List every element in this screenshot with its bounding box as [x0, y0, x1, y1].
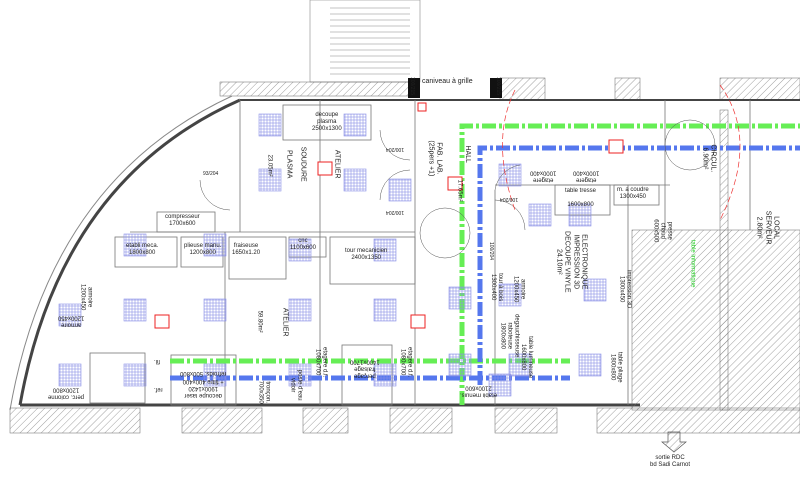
- ceiling-light: [343, 113, 367, 137]
- ceiling-light: [373, 238, 397, 262]
- network-green: [170, 123, 800, 405]
- room-electronique: ELECTRONIQUE IMPRESSION 3D DECOUPE VINYL…: [555, 231, 588, 293]
- ceiling-light: [203, 363, 227, 387]
- ceiling-light: [343, 168, 367, 192]
- ceiling-light: [568, 203, 592, 227]
- room-area-hall: 17.65m²: [456, 179, 463, 202]
- label-table-lumineuse: table lumineuse 1600x800: [520, 336, 534, 379]
- label-fraisage: perçage fraisage 1400x1700: [350, 358, 380, 379]
- ceiling-light: [498, 283, 522, 307]
- room-atelier-soudure: ATELIER: [333, 149, 341, 179]
- red-dashed-arcs: [502, 84, 741, 221]
- room-soudure: SOUDURE: [299, 146, 307, 182]
- ceiling-light: [58, 363, 82, 387]
- label-etabli-meca: etabli meca. 1800x800: [126, 243, 159, 257]
- ceiling-light: [578, 353, 602, 377]
- label-perc-colonne: perc. colonne 1200x800: [48, 386, 85, 400]
- label-plasma-cut: decoupe plasma 2500x1300: [312, 112, 342, 133]
- ceiling-light: [388, 178, 412, 202]
- label-impression-3d: impression 3D 1300x450: [618, 270, 632, 309]
- label-degauchisseuse: degauchisseuse raboteuse 1800x800: [499, 314, 520, 358]
- label-table-tresse: table tresse 1600x800: [565, 188, 597, 209]
- ceiling-light: [448, 286, 472, 310]
- door-code: 100/215: [409, 76, 416, 96]
- ceiling-light: [448, 353, 472, 377]
- room-fablab: FAB. LAB. (25pers +1): [427, 140, 443, 177]
- room-area-1: 23.05m²: [266, 154, 273, 177]
- ceiling-light: [123, 233, 147, 257]
- ceiling-light: [258, 168, 282, 192]
- label-etagere-df-2: etagere d.f. 1080x700: [399, 347, 413, 378]
- walls: [9, 77, 800, 434]
- ceiling-light: [373, 363, 397, 387]
- door-code: 93/204: [203, 171, 219, 177]
- label-armoire-1: armoire 1200x450: [79, 284, 93, 311]
- room-serveur: LOCAL SERVEUR 2.80m²: [755, 210, 780, 245]
- label-table-pliage: table pliage 1800x800: [609, 351, 623, 383]
- label-tour-meca: tour mecanicien 2400x1350: [345, 248, 388, 262]
- door-code: 100/204: [386, 209, 405, 215]
- label-sortie: sortie RDC bd Sadi Carnot: [650, 455, 691, 469]
- emergency-signs: [154, 102, 624, 329]
- label-informatique: table informatique: [689, 239, 696, 288]
- label-presse: presse chaud 600x500: [651, 219, 673, 243]
- label-etabli-menuis: etabli menuis. 2100x600: [460, 384, 498, 398]
- label-machine-coudre: m. a coudre 1300x450: [617, 187, 649, 201]
- ceiling-light: [488, 373, 512, 397]
- ceiling-light: [123, 363, 147, 387]
- door-code: 100/204: [500, 196, 519, 202]
- ceiling-light: [528, 203, 552, 227]
- ceiling-light: [123, 298, 147, 322]
- room-atelier: ATELIER: [281, 307, 289, 337]
- door-code: 100/204: [386, 146, 405, 152]
- ceiling-light: [288, 298, 312, 322]
- label-poste-eau: poste d'eau vidoir: [289, 369, 303, 401]
- label-cnc: cnc 1100x600: [290, 238, 316, 252]
- ceiling-light: [498, 163, 522, 187]
- label-armoire-2: armoire 1200x450: [58, 314, 85, 328]
- room-plasma: PLASMA: [285, 149, 293, 179]
- ceiling-light: [508, 353, 532, 377]
- room-circul: CIRCUL. 6.90m²: [701, 144, 717, 173]
- label-etagere-2: etagere 1000x400: [573, 169, 600, 183]
- room-area-2: 59.80m²: [256, 310, 263, 333]
- label-fil: fil.: [154, 358, 160, 365]
- exit-arrow: [661, 431, 687, 453]
- ceiling-light: [203, 298, 227, 322]
- room-hall: HALL: [463, 145, 471, 163]
- door-arcs: [199, 119, 716, 259]
- label-fraiseuse: fraiseuse 1650x1.20: [232, 243, 261, 257]
- label-armoire-3: armoire 1200x450: [512, 276, 526, 303]
- label-etagere-1: etagere 1000x400: [530, 169, 557, 183]
- label-tour-bois: tour à bois 1300x400: [490, 273, 504, 302]
- ceiling-light: [203, 233, 227, 257]
- label-troncon: tronçon. 700x350: [257, 380, 271, 404]
- label-decoupe-laser: decoupe laser 1900x1420 + filtre 400x400…: [180, 370, 227, 398]
- ceiling-light: [583, 278, 607, 302]
- label-etagere-df-1: etagere d.f. 1080x700: [314, 347, 328, 378]
- door-code: 100/215: [495, 76, 502, 96]
- label-ref: ref.: [154, 386, 163, 393]
- label-plieuse: plieuse manu. 1200x800: [184, 243, 222, 257]
- ceiling-light: [288, 363, 312, 387]
- door-code: 100/204: [488, 241, 495, 261]
- ceiling-light: [288, 238, 312, 262]
- ceiling-light: [58, 303, 82, 327]
- ceiling-lights: [58, 113, 607, 397]
- staircase: [309, 0, 421, 83]
- label-caniveau: caniveau à grille: [422, 78, 473, 85]
- ceiling-light: [373, 298, 397, 322]
- ceiling-light: [258, 113, 282, 137]
- label-compresseur: compresseur 1700x600: [165, 214, 200, 228]
